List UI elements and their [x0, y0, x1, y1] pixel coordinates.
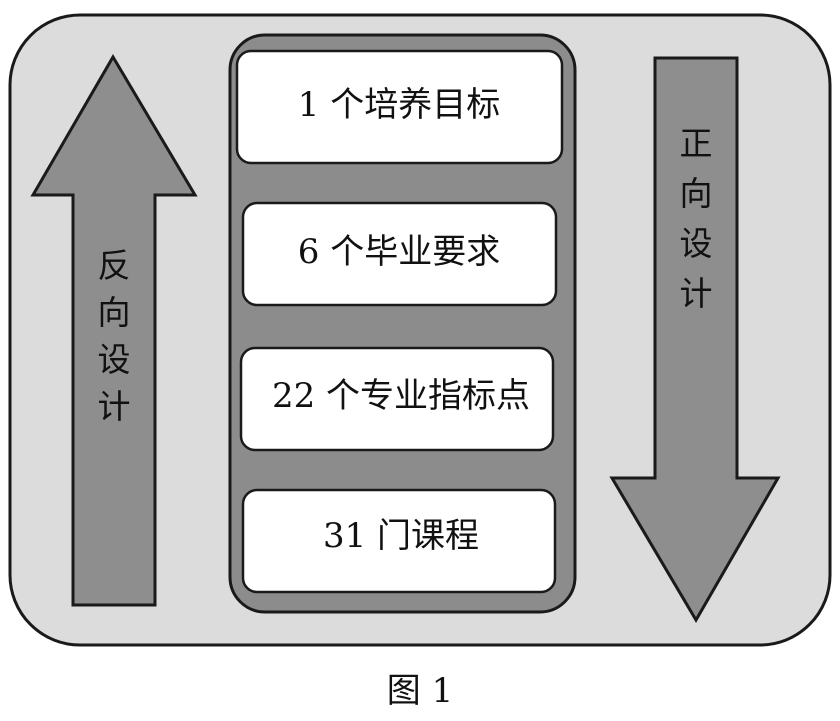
forward-design-char: 设 — [680, 224, 713, 263]
level-box-indicators — [239, 346, 555, 452]
level-box-goal-label: 1 个培养目标 — [298, 85, 500, 125]
reverse-design-char: 反 — [98, 246, 131, 285]
level-box-requirements — [241, 201, 558, 307]
level-box-requirements-label: 6 个毕业要求 — [298, 232, 500, 272]
reverse-design-arrow — [30, 54, 198, 607]
center-panel — [228, 33, 577, 614]
reverse-design-char: 计 — [98, 387, 131, 426]
forward-design-char: 正 — [680, 124, 713, 163]
figure-caption: 图 1 — [387, 671, 453, 711]
level-box-courses-label: 31 门课程 — [323, 516, 479, 556]
forward-design-char: 计 — [680, 274, 713, 313]
forward-design-label: 正 向 设 计 — [680, 124, 713, 313]
reverse-design-label: 反 向 设 计 — [98, 246, 131, 426]
level-box-goal — [235, 49, 564, 165]
reverse-design-char: 设 — [98, 340, 131, 379]
forward-design-char: 向 — [680, 174, 713, 213]
reverse-design-char: 向 — [98, 293, 131, 332]
level-box-indicators-label: 22 个专业指标点 — [272, 376, 530, 416]
level-box-courses — [241, 488, 557, 594]
forward-design-arrow — [609, 56, 781, 623]
